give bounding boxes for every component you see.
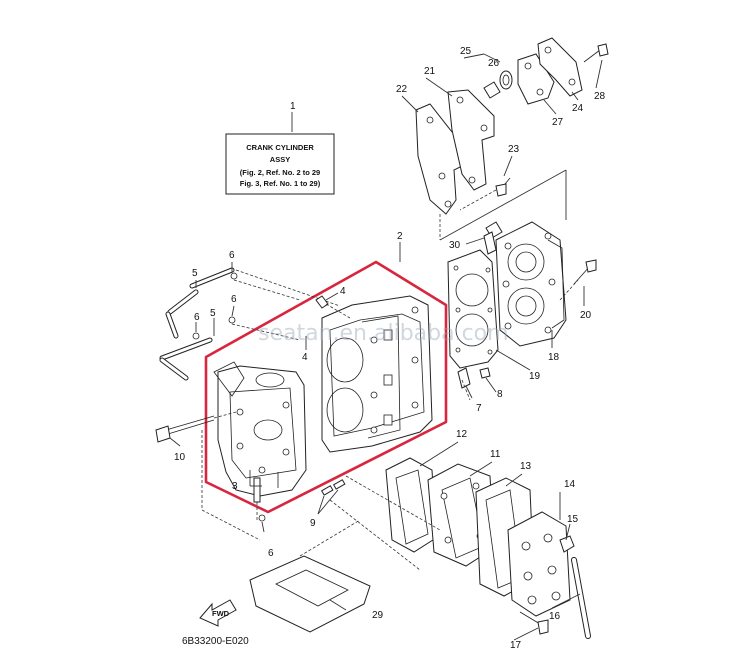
hose-group (155, 267, 351, 541)
callout-29: 29 (372, 610, 384, 621)
label-line-3: (Fig. 2, Ref. No. 2 to 29 (240, 168, 320, 177)
callout-13: 13 (520, 461, 532, 472)
callout-19: 19 (529, 371, 541, 382)
callout-27: 27 (552, 117, 564, 128)
callout-24: 24 (572, 103, 584, 114)
callout-17: 17 (510, 640, 522, 651)
fwd-label: FWD (212, 609, 230, 618)
callout-7: 7 (476, 403, 482, 414)
callout-25: 25 (460, 46, 472, 57)
cover-group (415, 37, 609, 241)
callout-6a: 6 (229, 250, 235, 261)
callout-4b: 4 (302, 352, 308, 363)
callout-9: 9 (310, 518, 316, 529)
callout-20: 20 (580, 310, 592, 321)
callout-6b: 6 (231, 294, 237, 305)
crankcase-assembly (204, 260, 448, 514)
callout-15: 15 (567, 514, 579, 525)
callout-30: 30 (449, 240, 461, 251)
callout-22: 22 (396, 84, 408, 95)
callout-numbers: 1 2 3 4 4 5 5 6 6 6 6 7 8 9 10 11 12 13 … (174, 46, 606, 651)
diagram-code: 6B33200-E020 (182, 636, 249, 647)
label-line-1: CRANK CYLINDER (246, 143, 314, 152)
callout-6c: 6 (194, 312, 200, 323)
callout-10: 10 (174, 452, 186, 463)
callout-11: 11 (490, 449, 501, 460)
callout-23: 23 (508, 144, 520, 155)
callout-8: 8 (497, 389, 503, 400)
callout-16: 16 (549, 611, 561, 622)
callout-5b: 5 (210, 308, 216, 319)
callout-3: 3 (232, 481, 238, 492)
callout-1: 1 (290, 101, 296, 112)
assembly-label-box: CRANK CYLINDER ASSY (Fig. 2, Ref. No. 2 … (225, 112, 335, 195)
bottom-covers-group: FWD (199, 457, 591, 639)
callout-28: 28 (594, 91, 606, 102)
callout-5a: 5 (192, 268, 198, 279)
label-line-4: Fig. 3, Ref. No. 1 to 29) (240, 179, 321, 188)
callout-21: 21 (424, 66, 436, 77)
cylinder-head-group (447, 221, 597, 401)
watermark: seatan.en.alibaba.com (258, 321, 509, 346)
callout-12: 12 (456, 429, 468, 440)
callout-14: 14 (564, 479, 576, 490)
callout-6d: 6 (268, 548, 274, 559)
label-line-2: ASSY (270, 155, 290, 164)
highlight-outline (204, 260, 448, 514)
callout-4a: 4 (340, 286, 346, 297)
leader-lines (169, 59, 603, 641)
callout-18: 18 (548, 352, 560, 363)
callout-26: 26 (488, 58, 500, 69)
callout-2: 2 (397, 231, 403, 242)
